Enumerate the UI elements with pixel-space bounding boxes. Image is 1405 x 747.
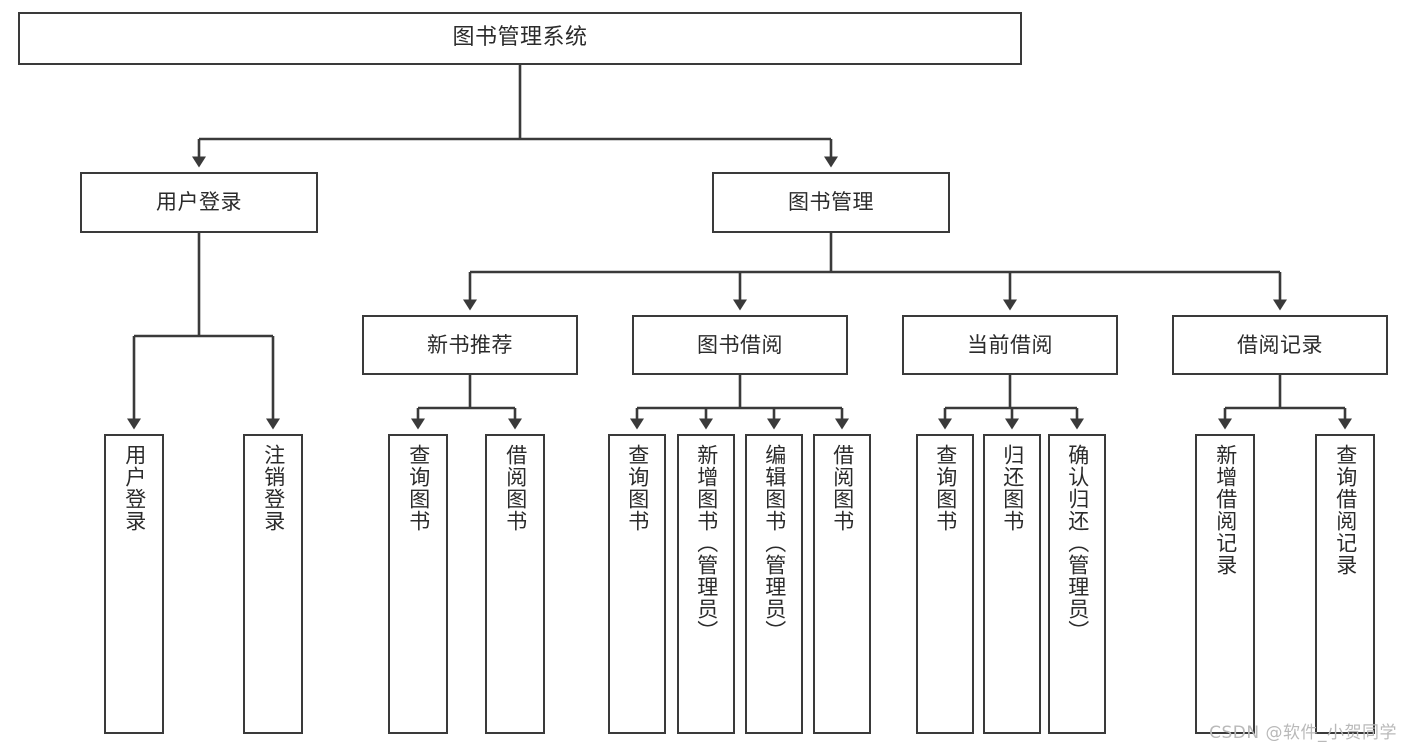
node-book-borrow-label: 图书借阅 bbox=[697, 332, 783, 357]
node-current-borrow-label: 当前借阅 bbox=[967, 332, 1053, 357]
leaf-query-record[interactable]: 查询借阅记录 bbox=[1315, 434, 1375, 734]
leaf-logout-label: 注销登录 bbox=[261, 444, 286, 532]
node-borrow-record[interactable]: 借阅记录 bbox=[1172, 315, 1388, 375]
node-new-book-recommend-label: 新书推荐 bbox=[427, 332, 513, 357]
node-book-manage[interactable]: 图书管理 bbox=[712, 172, 950, 233]
leaf-user-login[interactable]: 用户登录 bbox=[104, 434, 164, 734]
leaf-query-book-1-label: 查询图书 bbox=[406, 444, 431, 532]
leaf-edit-book-label: 编辑图书（管理员） bbox=[762, 444, 787, 642]
leaf-logout[interactable]: 注销登录 bbox=[243, 434, 303, 734]
node-borrow-record-label: 借阅记录 bbox=[1237, 332, 1323, 357]
leaf-query-book-1[interactable]: 查询图书 bbox=[388, 434, 448, 734]
leaf-add-book-label: 新增图书（管理员） bbox=[694, 444, 719, 642]
leaf-borrow-book-2[interactable]: 借阅图书 bbox=[813, 434, 871, 734]
leaf-add-book[interactable]: 新增图书（管理员） bbox=[677, 434, 735, 734]
leaf-user-login-label: 用户登录 bbox=[122, 444, 147, 532]
leaf-borrow-book-1-label: 借阅图书 bbox=[503, 444, 528, 532]
leaf-query-book-2-label: 查询图书 bbox=[625, 444, 650, 532]
leaf-add-record[interactable]: 新增借阅记录 bbox=[1195, 434, 1255, 734]
leaf-borrow-book-1[interactable]: 借阅图书 bbox=[485, 434, 545, 734]
leaf-return-book[interactable]: 归还图书 bbox=[983, 434, 1041, 734]
node-book-manage-label: 图书管理 bbox=[788, 190, 874, 215]
leaf-edit-book[interactable]: 编辑图书（管理员） bbox=[745, 434, 803, 734]
node-user-login-label: 用户登录 bbox=[156, 190, 242, 215]
node-current-borrow[interactable]: 当前借阅 bbox=[902, 315, 1118, 375]
leaf-confirm-return[interactable]: 确认归还（管理员） bbox=[1048, 434, 1106, 734]
watermark: CSDN @软件_小贺同学 bbox=[1209, 723, 1397, 743]
leaf-query-book-2[interactable]: 查询图书 bbox=[608, 434, 666, 734]
leaf-confirm-return-label: 确认归还（管理员） bbox=[1065, 444, 1090, 642]
node-book-borrow[interactable]: 图书借阅 bbox=[632, 315, 848, 375]
leaf-query-book-3-label: 查询图书 bbox=[933, 444, 958, 532]
leaf-query-book-3[interactable]: 查询图书 bbox=[916, 434, 974, 734]
leaf-query-record-label: 查询借阅记录 bbox=[1333, 444, 1358, 576]
leaf-borrow-book-2-label: 借阅图书 bbox=[830, 444, 855, 532]
leaf-return-book-label: 归还图书 bbox=[1000, 444, 1025, 532]
node-user-login[interactable]: 用户登录 bbox=[80, 172, 318, 233]
leaf-add-record-label: 新增借阅记录 bbox=[1213, 444, 1238, 576]
node-new-book-recommend[interactable]: 新书推荐 bbox=[362, 315, 578, 375]
node-root-label: 图书管理系统 bbox=[452, 25, 588, 51]
node-root[interactable]: 图书管理系统 bbox=[18, 12, 1022, 65]
